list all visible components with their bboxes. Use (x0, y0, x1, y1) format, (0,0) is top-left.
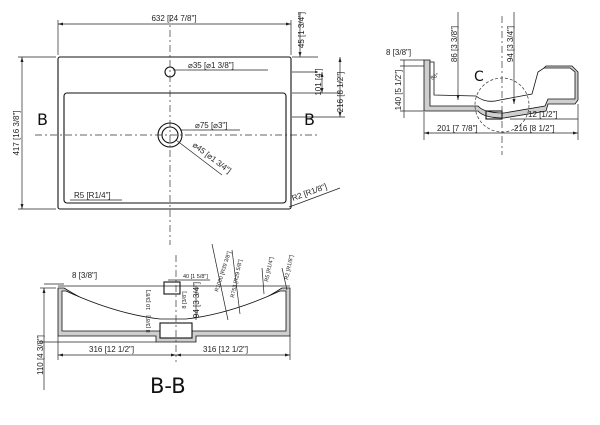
inner-radius-dim: R5 [R1/4"] (74, 191, 111, 200)
section-bb: 8 [3/8"] 110 [4 3/8"] 316 [12 1/2"] 316 … (36, 243, 295, 398)
bb-depth-dim: 94 [3 3/4"] (192, 282, 201, 318)
basin-depth-dim: 216 [8 1/2"] (336, 72, 345, 113)
plan-width-dim: 632 [24 7/8"] (151, 14, 196, 23)
section-marker-right: B (304, 110, 315, 129)
tap-hole-dim: ⌀35 [⌀1 3/8"] (188, 61, 234, 70)
bb-height-dim: 110 [4 3/8"] (36, 335, 45, 375)
bb-small-dim-b: 8 [3/8"] (182, 291, 188, 309)
section-title: B-B (150, 374, 186, 398)
bb-drain-rim-dim: 40 [1 5/8"] (183, 274, 208, 280)
sink-outline (57, 56, 292, 210)
side-left-width-dim: 201 [7 7/8"] (437, 124, 478, 133)
side-drain (485, 110, 503, 120)
top-offset-dim: 45 [1 3/4"] (297, 12, 306, 48)
section-marker-left: B (37, 110, 48, 129)
bb-left-half-dim: 316 [12 1/2"] (89, 345, 134, 354)
bb-right-half-dim: 316 [12 1/2"] (203, 345, 248, 354)
bb-small-dim-c: 8 [3/8"] (146, 315, 152, 333)
bb-drain (159, 322, 193, 339)
basin-outline (63, 92, 287, 204)
side-lip-dim: 8 [3/8"] (386, 48, 411, 57)
bb-radius-c: R2 [R1/8"] (284, 254, 295, 280)
side-angle-dim: 86° (430, 72, 440, 81)
detail-label: C (474, 69, 484, 85)
bb-radius-b: R753 [R29 5/8"] (230, 259, 244, 299)
side-inner-depth-dim: 86 [3 3/8"] (450, 26, 459, 62)
drain-inner-dim: ⌀45 [⌀1 3/4"] (191, 140, 233, 175)
bb-small-dim-a: 10 [3/8"] (146, 289, 152, 310)
side-right-width-dim: 216 [8 1/2"] (514, 124, 555, 133)
plan-height-dim: 417 [16 3/8"] (12, 110, 21, 155)
bb-drain-rim (163, 281, 181, 295)
drain-dim: ⌀75 [⌀3"] (195, 121, 228, 130)
side-drain-offset-dim: 12 [1/2"] (528, 110, 558, 119)
plan-view: 632 [24 7/8"] 417 [16 3/8"] 45 [1 3/4"] … (12, 12, 345, 245)
side-section: C 8 [3/8"] 86 [3 3/8"] 94 [3 3/4"] 140 [… (386, 12, 579, 155)
bb-radius-d: R5 [R1/4"] (264, 256, 275, 282)
bb-lip-dim: 8 [3/8"] (72, 271, 97, 280)
tap-to-basin-dim: 101 [4"] (314, 68, 323, 95)
side-outer-depth-dim: 94 [3 3/4"] (506, 26, 515, 62)
side-height-dim: 140 [5 1/2"] (394, 70, 403, 111)
